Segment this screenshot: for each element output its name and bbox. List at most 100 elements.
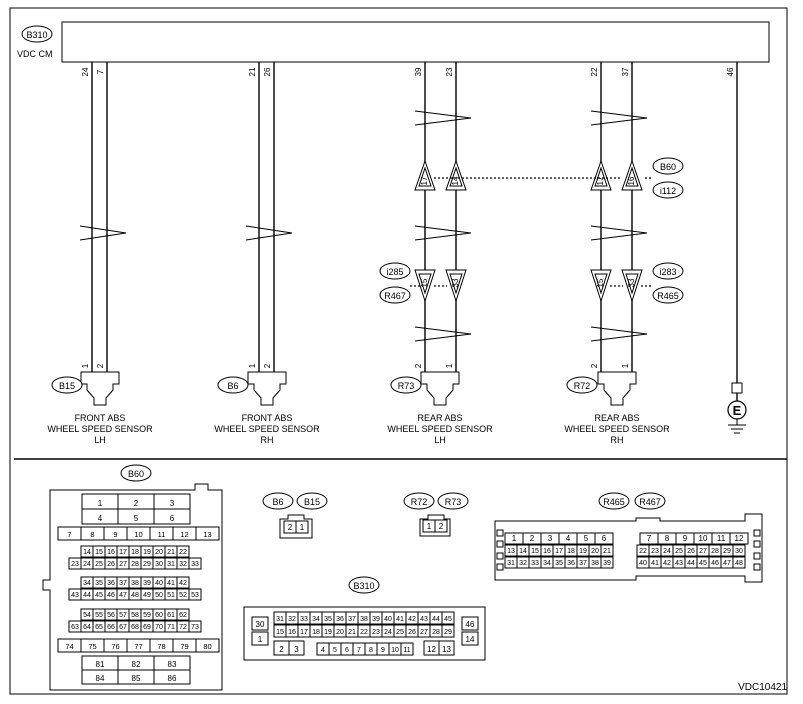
pin-number: 84 — [96, 674, 105, 683]
pin-number: 35 — [555, 560, 563, 567]
pin-number: 80 — [203, 642, 211, 651]
b60-oval — [652, 157, 684, 175]
pin-number: 20 — [155, 549, 163, 556]
pin-number: 66 — [107, 624, 115, 631]
pin-number: 41 — [396, 616, 404, 623]
pin-number: 29 — [143, 561, 151, 568]
i112-label: i112 — [660, 186, 676, 196]
r467-oval — [379, 286, 411, 304]
inline-connector-inner — [594, 273, 608, 295]
pin-number: 3 — [294, 645, 299, 654]
sensor-pin-number: 2 — [590, 363, 599, 368]
ecm-pin-number: 24 — [81, 67, 90, 76]
pin-number: 29 — [444, 629, 452, 636]
pin-number: 83 — [168, 660, 177, 669]
b310-view-oval — [348, 576, 380, 594]
pin-number: 6 — [345, 647, 349, 654]
latch-slot — [496, 552, 504, 560]
pin-number: 37 — [348, 616, 356, 623]
pin-number: 41 — [167, 580, 175, 587]
inline-pin-number: 33 — [451, 278, 460, 287]
vdc-cm-box — [61, 21, 770, 63]
sensor-body — [80, 371, 120, 406]
r73-view-id: R73 — [445, 497, 462, 507]
pin-number: 45 — [699, 560, 707, 567]
pin-number: 9 — [381, 647, 385, 654]
pin-number: 11 — [403, 647, 410, 654]
pin-number: 43 — [675, 560, 683, 567]
pin-number: 46 — [711, 560, 719, 567]
sensor-label-line1: REAR ABS — [417, 413, 462, 423]
latch-slot — [496, 529, 504, 537]
pin-number: 56 — [107, 612, 115, 619]
twist-mark — [245, 225, 293, 241]
pin-cell — [176, 576, 190, 589]
pin-cell — [434, 519, 448, 533]
pin-number: 33 — [531, 560, 539, 567]
pin-number: 15 — [531, 548, 539, 555]
r467-view-oval — [634, 492, 666, 510]
pin-number: 68 — [131, 624, 139, 631]
sensor-connector-id: R73 — [398, 381, 415, 391]
pin-number: 30 — [735, 548, 743, 555]
pin-number: 28 — [432, 629, 440, 636]
pin-number: 69 — [143, 624, 151, 631]
inline-connector-inner — [449, 166, 463, 187]
pin-number: 9 — [683, 534, 688, 543]
pin-number: 22 — [639, 548, 647, 555]
pin-cell — [441, 611, 455, 625]
latch-slot — [753, 540, 761, 548]
pin-number: 23 — [71, 561, 79, 568]
pin-number: 32 — [288, 616, 296, 623]
sensor-pin-number: 1 — [248, 363, 257, 368]
pin-number: 2 — [134, 499, 139, 508]
sensor-connector-id: R72 — [574, 381, 591, 391]
pin-number: 36 — [107, 580, 115, 587]
pin-number: 40 — [155, 580, 163, 587]
pin-number: 50 — [155, 592, 163, 599]
r465-oval — [652, 286, 684, 304]
r467-view-id: R467 — [639, 497, 661, 507]
b6-view-oval — [262, 492, 294, 510]
pin-number: 35 — [324, 616, 332, 623]
pin-number: 13 — [442, 645, 451, 654]
b310-view-id: B310 — [353, 581, 374, 591]
pin-number: 16 — [107, 549, 115, 556]
pin-cell — [195, 638, 220, 653]
sensor-label-line2: WHEEL SPEED SENSOR — [564, 424, 670, 434]
pin-number: 32 — [179, 561, 187, 568]
i283-label: i283 — [659, 267, 676, 277]
pin-number: 4 — [98, 514, 103, 523]
pin-number: 24 — [384, 629, 392, 636]
pin-number: 15 — [95, 549, 103, 556]
pin-number: 26 — [107, 561, 115, 568]
pin-number: 81 — [96, 660, 105, 669]
pin-number: 33 — [300, 616, 308, 623]
inline-connector-inner — [625, 273, 639, 295]
ground-terminal — [731, 382, 743, 394]
pin-number: 37 — [579, 560, 587, 567]
pin-number: 42 — [408, 616, 416, 623]
latch-slot — [753, 529, 761, 537]
pin-number: 48 — [735, 560, 743, 567]
pin-number: 42 — [663, 560, 671, 567]
inline-connector-inner — [594, 166, 608, 187]
pin-number: 6 — [170, 514, 175, 523]
pin-number: 23 — [651, 548, 659, 555]
pin-number: 82 — [132, 660, 141, 669]
pin-number: 64 — [83, 624, 91, 631]
inline-connector-inner — [625, 166, 639, 187]
twist-mark — [414, 225, 472, 241]
pin-number: 20 — [591, 548, 599, 555]
pin-cell — [461, 631, 479, 646]
figure-code: VDC10421 — [738, 682, 787, 693]
ground-label: E — [733, 403, 742, 418]
pin-cell — [176, 545, 190, 558]
pin-number: 13 — [203, 530, 211, 539]
pin-number: 63 — [71, 624, 79, 631]
pin-cell — [195, 526, 220, 541]
